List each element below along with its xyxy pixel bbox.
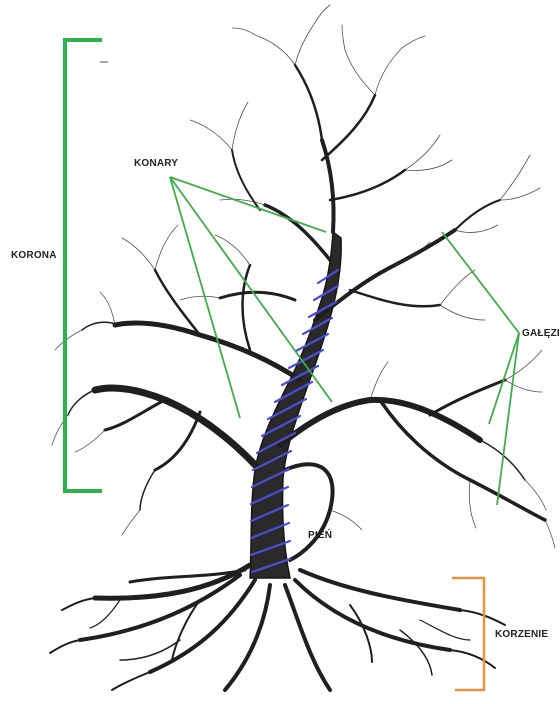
label-korona: KORONA bbox=[11, 250, 57, 261]
twigs bbox=[52, 5, 555, 548]
galezie-pointer-lines bbox=[442, 232, 519, 505]
label-konary: KONARY bbox=[134, 158, 178, 169]
roots-bracket bbox=[452, 578, 484, 690]
limbs-and-branches bbox=[68, 65, 545, 560]
crown-bracket bbox=[65, 40, 102, 491]
label-galezie: GAŁĘZIE bbox=[522, 328, 560, 339]
label-pien: PIEŃ bbox=[308, 530, 332, 541]
label-korzenie: KORZENIE bbox=[495, 629, 548, 640]
roots bbox=[50, 565, 505, 690]
